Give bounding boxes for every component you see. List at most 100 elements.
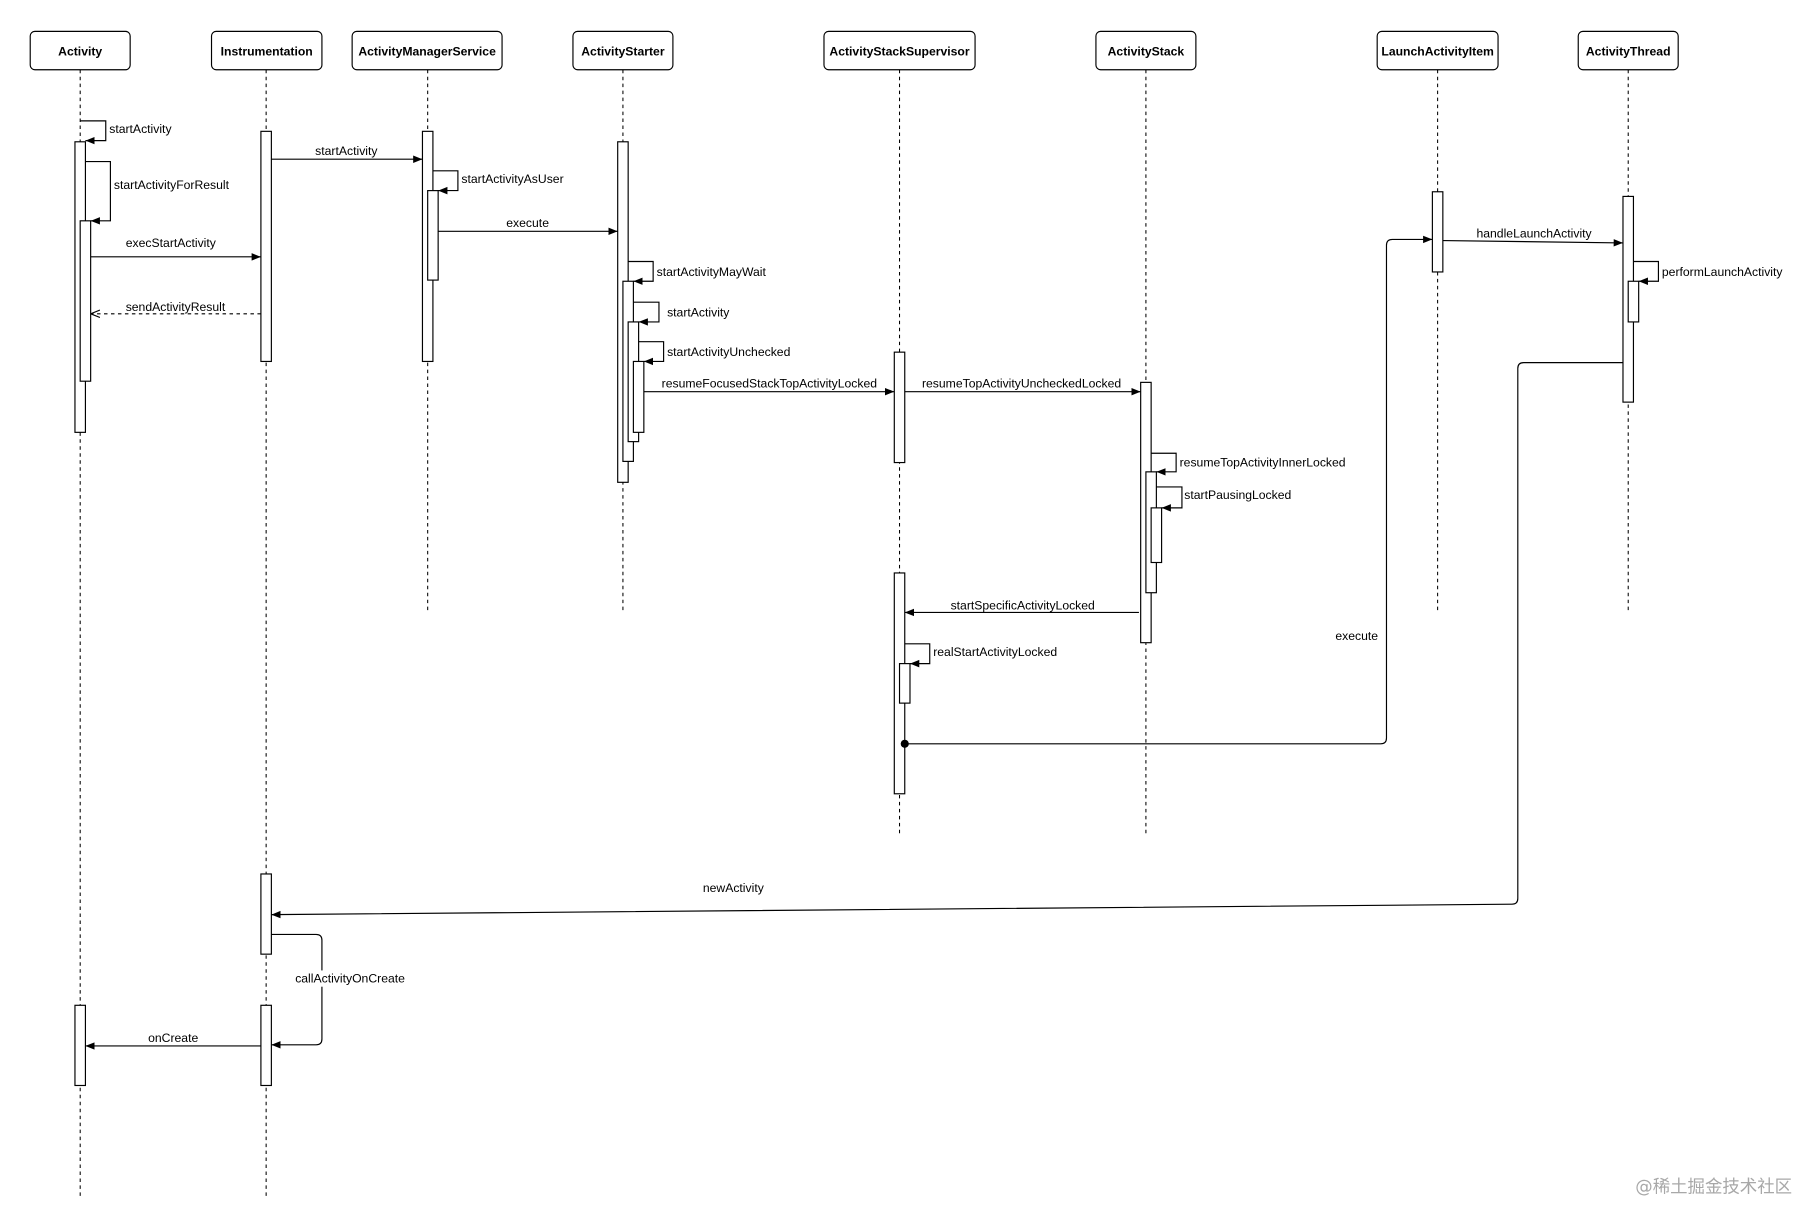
participant-name: ActivityStack (1108, 45, 1185, 59)
message-arrow (1633, 260, 1660, 285)
message-label: handleLaunchActivity (1476, 227, 1592, 241)
participant-box (210, 30, 323, 71)
activation-bar-ams-2 (427, 190, 439, 281)
message-start-activity-to-ams: startActivity (271, 144, 423, 163)
activation-bar-instrumentation-1 (260, 130, 272, 363)
activation-bar-starter-4 (632, 360, 645, 433)
message-start-activity-self: startActivity (80, 120, 172, 145)
message-exec-start-activity: execStartActivity (90, 236, 261, 261)
participant-activity: Activity (29, 30, 131, 1198)
activation-bar-supervisor-3 (898, 663, 911, 704)
message-label: resumeTopActivityUncheckedLocked (922, 377, 1121, 391)
message-arrow (904, 643, 931, 668)
participant-name: ActivityManagerService (358, 45, 496, 59)
participant-name: LaunchActivityItem (1381, 45, 1494, 59)
activation-bar-stack-3 (1150, 507, 1163, 564)
message-on-create: onCreate (85, 1031, 261, 1050)
message-resume-focused-stack-top-activity-locked: resumeFocusedStackTopActivityLocked (643, 377, 895, 396)
participant-name: ActivityThread (1586, 45, 1671, 59)
message-start-activity-as-user: startActivityAsUser (432, 170, 564, 195)
message-label: startActivityUnchecked (667, 345, 790, 359)
message-label: startActivity (667, 306, 730, 320)
message-start-activity-may-wait: startActivityMayWait (628, 260, 767, 285)
message-execute-to-starter: execute (438, 216, 618, 235)
message-label: startSpecificActivityLocked (951, 599, 1095, 613)
participant-activity-thread: ActivityThread (1577, 30, 1679, 611)
message-label: startActivityMayWait (657, 265, 767, 279)
message-start-pausing-locked: startPausingLocked (1156, 486, 1291, 512)
message-arrow (432, 170, 459, 195)
message-resume-top-activity-inner-locked: resumeTopActivityInnerLocked (1151, 452, 1346, 476)
participant-box (1376, 30, 1499, 71)
participant-box (572, 30, 674, 71)
message-real-start-activity-locked: realStartActivityLocked (904, 643, 1057, 668)
message-arrow (628, 260, 654, 285)
participant-box (823, 30, 976, 71)
participant-instrumentation: Instrumentation (210, 30, 323, 1198)
message-start-activity-for-result: startActivityForResult (85, 160, 230, 225)
activation-bar-thread-2 (1627, 280, 1640, 323)
message-arrow (271, 933, 323, 1049)
participant-name: Activity (58, 45, 102, 59)
messages: startActivity startActivityForResult exe… (80, 120, 1783, 1050)
message-label: performLaunchActivity (1662, 265, 1783, 279)
participant-activity-starter: ActivityStarter (572, 30, 674, 611)
participant-name: ActivityStarter (581, 45, 665, 59)
participant-box (351, 30, 503, 71)
message-label: startActivityAsUser (461, 172, 563, 186)
message-label: startActivityForResult (114, 178, 230, 192)
message-resume-top-activity-unchecked-locked: resumeTopActivityUncheckedLocked (904, 377, 1141, 396)
message-label: newActivity (703, 881, 765, 895)
message-arrow (1442, 239, 1623, 247)
message-label: startPausingLocked (1184, 488, 1291, 502)
participant-name: ActivityStackSupervisor (829, 45, 969, 59)
activation-bar-supervisor-1 (893, 351, 906, 464)
message-arrow (904, 235, 1433, 745)
message-start-activity-unchecked: startActivityUnchecked (638, 341, 790, 366)
message-arrow (1156, 486, 1183, 512)
activation-bar-activity-2 (79, 220, 92, 382)
message-label: resumeFocusedStackTopActivityLocked (662, 377, 877, 391)
message-label: realStartActivityLocked (933, 645, 1057, 659)
activation-bar-instrumentation-2 (260, 873, 272, 955)
message-arrow (85, 160, 111, 225)
participant-activity-manager-service: ActivityManagerService (351, 30, 503, 611)
message-arrow (1151, 452, 1177, 476)
participant-activity-stack-supervisor: ActivityStackSupervisor (823, 30, 976, 834)
message-arrow (633, 301, 660, 326)
message-arrow (80, 120, 107, 145)
activation-bar-activity-3 (74, 1004, 87, 1087)
message-label: execute (506, 216, 549, 230)
participant-activity-stack: ActivityStack (1095, 30, 1197, 834)
message-send-activity-result: sendActivityResult (90, 300, 261, 314)
message-new-activity: newActivity (271, 362, 1623, 919)
message-label: startActivity (109, 122, 172, 136)
message-arrow (638, 341, 665, 366)
message-label: sendActivityResult (126, 300, 226, 314)
message-start-activity-starter-self: startActivity (633, 301, 730, 326)
message-label: onCreate (148, 1031, 198, 1045)
participants: Activity Instrumentation ActivityManager… (29, 30, 1679, 1198)
participant-box (1095, 30, 1197, 71)
message-label: callActivityOnCreate (295, 972, 405, 986)
message-perform-launch-activity: performLaunchActivity (1633, 260, 1783, 285)
watermark: @稀土掘金技术社区 (1635, 1177, 1792, 1197)
participant-name: Instrumentation (221, 45, 313, 59)
activation-bars (74, 130, 1640, 1087)
message-start-specific-activity-locked: startSpecificActivityLocked (904, 599, 1139, 617)
participant-box (29, 30, 131, 71)
message-execute-to-launch-item: execute (900, 235, 1433, 748)
message-call-activity-on-create: callActivityOnCreate (271, 933, 411, 1049)
participant-box (1577, 30, 1679, 71)
activation-bar-instrumentation-3 (260, 1004, 272, 1087)
participant-launch-activity-item: LaunchActivityItem (1376, 30, 1499, 611)
message-label: resumeTopActivityInnerLocked (1180, 456, 1346, 470)
message-label: execute (1335, 629, 1378, 643)
message-handle-launch-activity: handleLaunchActivity (1442, 227, 1623, 247)
message-arrow (271, 362, 1623, 919)
message-label: execStartActivity (126, 236, 217, 250)
message-label: startActivity (315, 144, 378, 158)
message-label-background (292, 970, 411, 987)
activation-bar-launch-item-1 (1431, 191, 1444, 273)
